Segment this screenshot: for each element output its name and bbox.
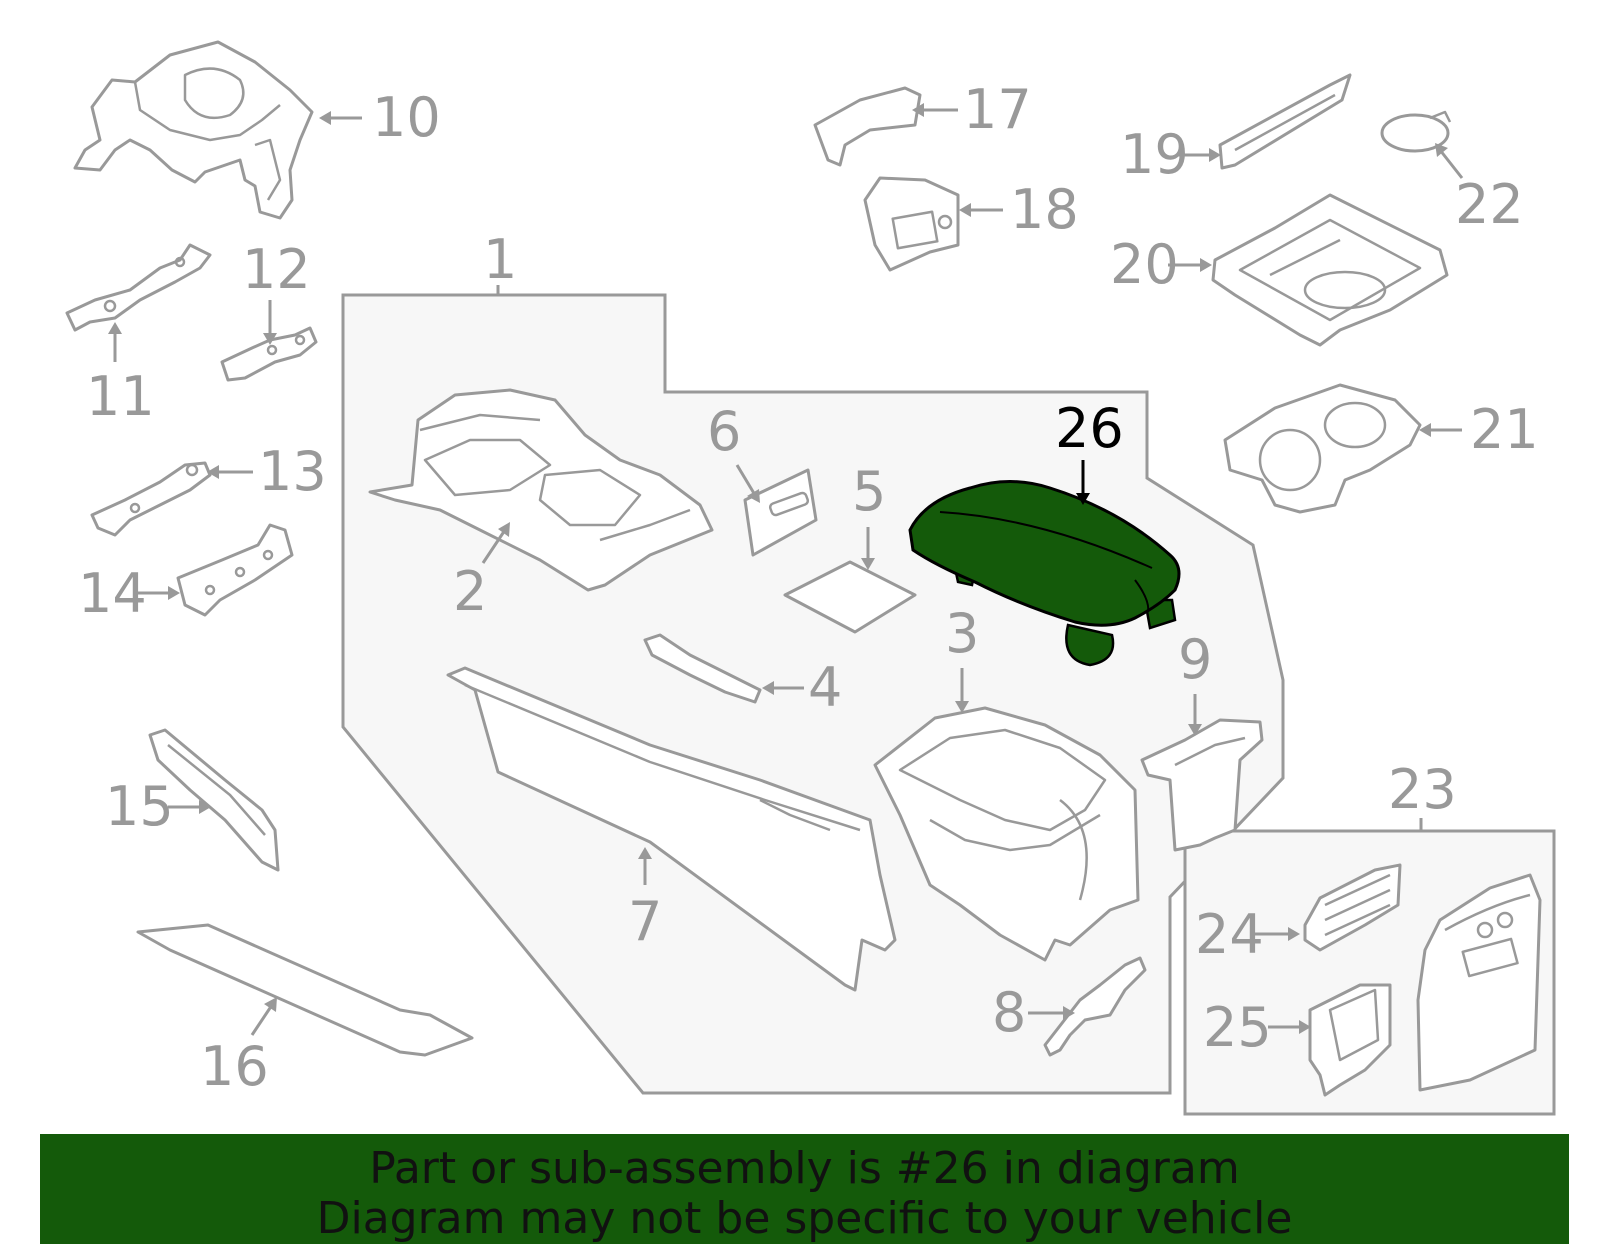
part-7-side-panel[interactable] [446, 666, 897, 992]
part-3-console-body[interactable] [873, 706, 1140, 962]
callout-1: 1 [483, 228, 517, 291]
part-21-cupholder[interactable] [1223, 383, 1422, 514]
part-13-bracket[interactable] [90, 461, 212, 537]
callout-21: 21 [1470, 398, 1539, 461]
part-4-clip[interactable] [643, 633, 762, 704]
part-10-bracket[interactable] [73, 40, 314, 220]
part-12-bracket[interactable] [220, 326, 318, 382]
callout-10: 10 [372, 86, 441, 149]
callout-14: 14 [78, 562, 147, 625]
part-20-tray[interactable] [1211, 193, 1449, 347]
part-17-trim[interactable] [813, 86, 922, 167]
callout-22: 22 [1455, 173, 1524, 236]
callout-25: 25 [1203, 996, 1272, 1059]
callout-15: 15 [105, 775, 174, 838]
callout-6: 6 [707, 400, 741, 463]
callout-9: 9 [1178, 628, 1212, 691]
part-8-bracket[interactable] [1043, 956, 1147, 1057]
callout-5: 5 [852, 460, 886, 523]
part-25-socket[interactable] [1308, 983, 1392, 1097]
part-15-trim[interactable] [148, 728, 280, 872]
callout-19: 19 [1120, 123, 1189, 186]
callout-26-highlighted: 26 [1055, 397, 1124, 460]
callout-23: 23 [1388, 758, 1457, 821]
callout-11: 11 [86, 365, 155, 428]
banner-line-2: Diagram may not be specific to your vehi… [316, 1193, 1293, 1244]
part-24-vent[interactable] [1303, 863, 1402, 952]
callout-8: 8 [992, 981, 1026, 1044]
callout-18: 18 [1010, 178, 1079, 241]
part-9-bracket[interactable] [1140, 718, 1264, 852]
part-2-console-frame[interactable] [368, 388, 714, 592]
part-19-trim-strip[interactable] [1218, 73, 1352, 170]
part-26-armrest-lid[interactable] [908, 480, 1181, 667]
info-banner: Part or sub-assembly is #26 in diagram D… [40, 1134, 1569, 1244]
callout-24: 24 [1195, 903, 1264, 966]
callout-13: 13 [258, 440, 327, 503]
callout-20: 20 [1110, 233, 1179, 296]
rear-console-panel[interactable] [1416, 873, 1542, 1092]
callout-17: 17 [963, 78, 1032, 141]
part-11-bracket[interactable] [65, 243, 212, 332]
callout-3: 3 [945, 602, 979, 665]
callout-4: 4 [808, 656, 842, 719]
callout-2: 2 [453, 560, 487, 623]
part-14-bracket[interactable] [176, 523, 294, 617]
part-6-plate[interactable] [743, 468, 818, 557]
banner-line-1: Part or sub-assembly is #26 in diagram [369, 1143, 1240, 1194]
callout-7: 7 [628, 890, 662, 953]
part-16-trim-strip[interactable] [136, 923, 474, 1057]
part-18-switch[interactable] [863, 176, 960, 272]
part-22-cap[interactable] [1380, 110, 1452, 153]
callout-12: 12 [242, 238, 311, 301]
part-5-mat[interactable] [783, 560, 917, 634]
callout-16: 16 [200, 1035, 269, 1098]
